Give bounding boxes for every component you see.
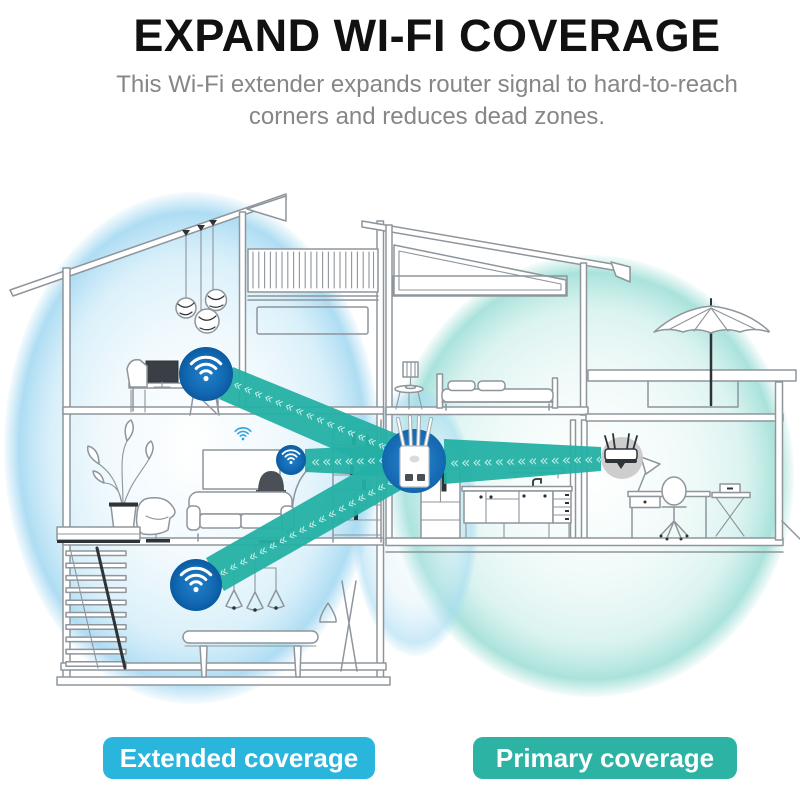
primary-coverage-area [388, 255, 794, 697]
study-right-wall [774, 381, 784, 541]
signal-beam-ground [206, 457, 401, 591]
right-roof-fascia [610, 261, 631, 283]
right-lower-floor-slab [385, 537, 784, 547]
extender-node [382, 415, 446, 493]
bed [436, 373, 559, 411]
table-lamp [256, 471, 286, 492]
side-table [711, 483, 751, 537]
armchair [135, 496, 176, 543]
signal-beam-router [444, 439, 601, 484]
staircase [56, 526, 141, 670]
left-roof-fascia [246, 195, 287, 222]
cabinets [461, 485, 573, 539]
bedroom-terrace-wall [579, 262, 588, 416]
second-floor-slab [62, 406, 385, 415]
header: EXPAND WI-FI COVERAGE This Wi-Fi extende… [52, 10, 800, 133]
picture-frame [392, 275, 568, 297]
office-chair [126, 358, 148, 388]
foundation [56, 676, 391, 686]
clerestory-window [393, 244, 567, 296]
desk-chair [659, 476, 689, 541]
drawer-unit [552, 490, 572, 524]
wifi-node-living [276, 445, 306, 475]
tripod-lamp [340, 580, 358, 672]
sofa [186, 491, 295, 544]
router-icon [604, 433, 638, 469]
sink-faucet-icon [532, 478, 542, 489]
subtitle-line-1: This Wi-Fi extender expands router signa… [116, 71, 738, 98]
loft-wall-art [256, 306, 369, 335]
subtitle-line-2: corners and reduces dead zones. [248, 103, 606, 130]
router-node [601, 433, 643, 479]
signal-beam-office [219, 367, 397, 470]
monitor [145, 360, 179, 383]
subtitle: This Wi-Fi extender expands router signa… [52, 69, 800, 133]
extended-coverage-button[interactable]: Extended coverage [103, 737, 375, 779]
bench [182, 630, 319, 678]
office-desk-area [126, 358, 225, 416]
page-title: EXPAND WI-FI COVERAGE [133, 10, 721, 61]
bedroom-floor-slab [385, 406, 589, 416]
wifi-node-office [179, 347, 233, 401]
kitchen-wall-b [580, 419, 588, 541]
left-wall [62, 267, 71, 685]
wifi-node-ground [170, 559, 222, 611]
deck [587, 369, 797, 382]
terrace-floor-slab [585, 413, 784, 422]
bedroom [392, 275, 568, 411]
slat-window [247, 248, 379, 301]
pendant-lamps [175, 220, 228, 334]
ground-slab [60, 662, 387, 671]
patio-umbrella-icon [653, 298, 770, 407]
study [627, 456, 751, 541]
terrace [587, 298, 797, 408]
wifi-extender-icon [396, 415, 433, 488]
primary-coverage-button[interactable]: Primary coverage [473, 737, 737, 779]
bedside-lamp [402, 361, 419, 390]
bell-lamp [319, 602, 337, 623]
ground-floor [182, 545, 358, 678]
living-room [86, 419, 382, 544]
right-house [361, 220, 800, 553]
